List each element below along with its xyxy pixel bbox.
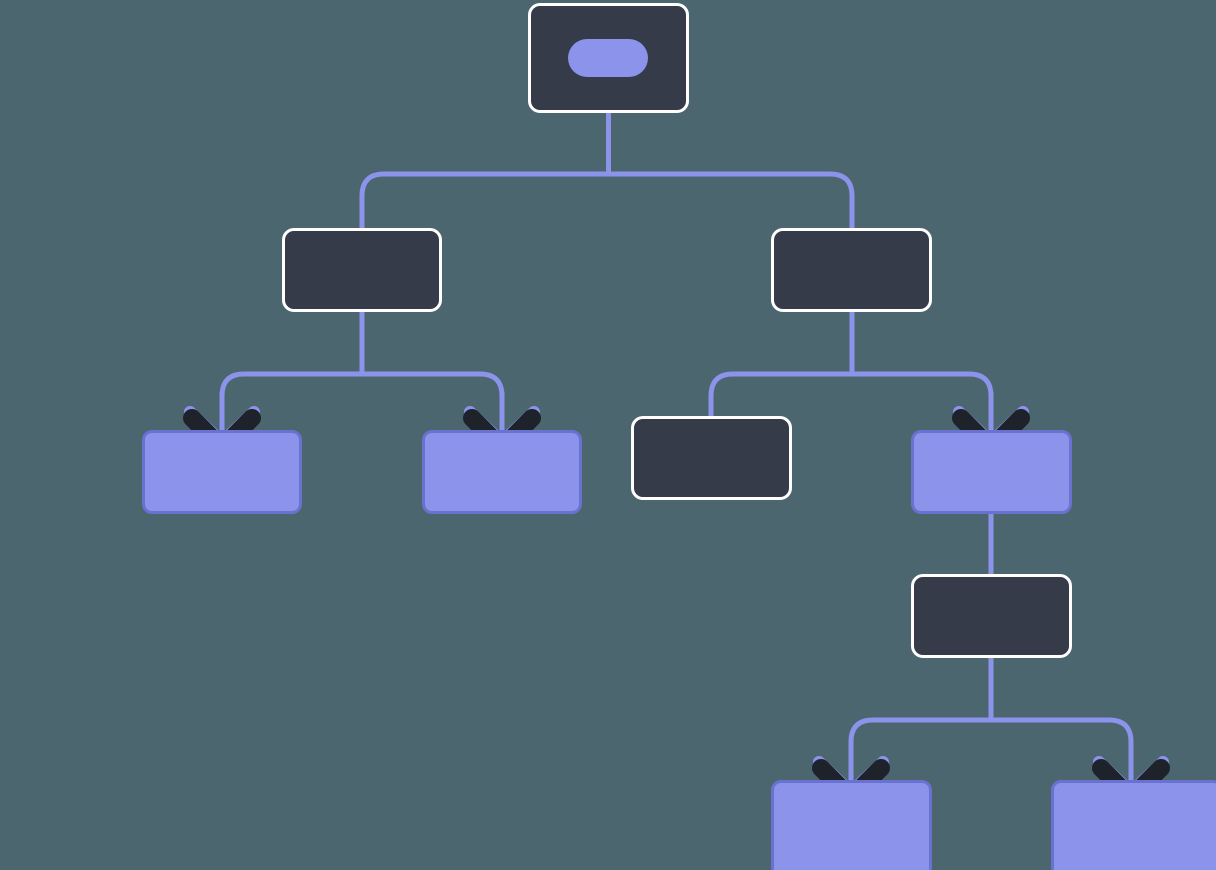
root-pill-icon bbox=[568, 39, 648, 77]
node-l2-right[interactable] bbox=[771, 228, 932, 312]
node-l5-a[interactable] bbox=[771, 780, 932, 870]
edge-l4a-to-l5b bbox=[991, 717, 1134, 782]
node-l5-b[interactable] bbox=[1051, 780, 1216, 870]
edge-l2left-to-l3a bbox=[219, 371, 362, 432]
node-l3-a[interactable] bbox=[142, 430, 302, 514]
edge-l2right-to-l3d bbox=[852, 371, 994, 432]
node-l3-b[interactable] bbox=[422, 430, 582, 514]
edge-root-to-l2-right bbox=[608, 171, 855, 228]
node-l3-d[interactable] bbox=[911, 430, 1072, 514]
node-l4-a[interactable] bbox=[911, 574, 1072, 658]
edge-l4a-to-l5a bbox=[848, 717, 991, 782]
edge-root-to-l2-left bbox=[359, 171, 609, 228]
edge-l2left-to-l3b bbox=[362, 371, 505, 432]
node-l3-c[interactable] bbox=[631, 416, 792, 500]
node-root[interactable] bbox=[528, 3, 689, 113]
edge-l2right-to-l3c bbox=[708, 371, 852, 418]
node-l2-left[interactable] bbox=[282, 228, 442, 312]
